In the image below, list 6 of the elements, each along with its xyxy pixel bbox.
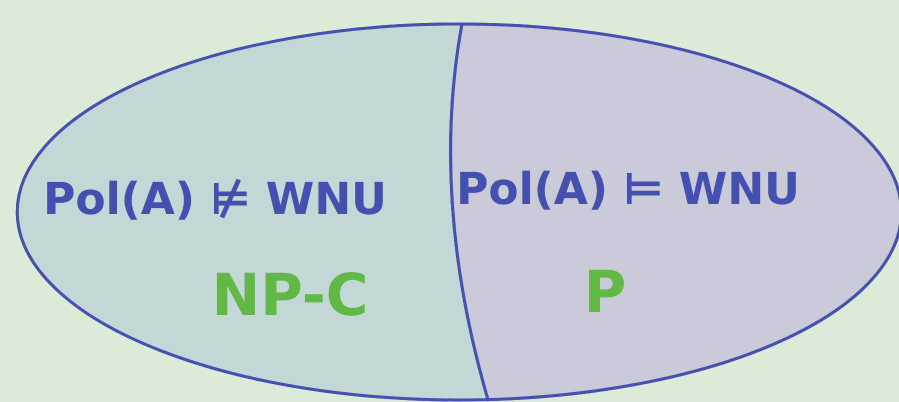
formula-text: Pol(A) ⊨ WNU (456, 168, 800, 212)
region (448, 20, 899, 402)
class-label: P (584, 263, 626, 321)
region (14, 20, 448, 402)
class-label: NP-C (212, 266, 368, 324)
formula-text: Pol(A) ⊭ WNU (43, 178, 387, 222)
